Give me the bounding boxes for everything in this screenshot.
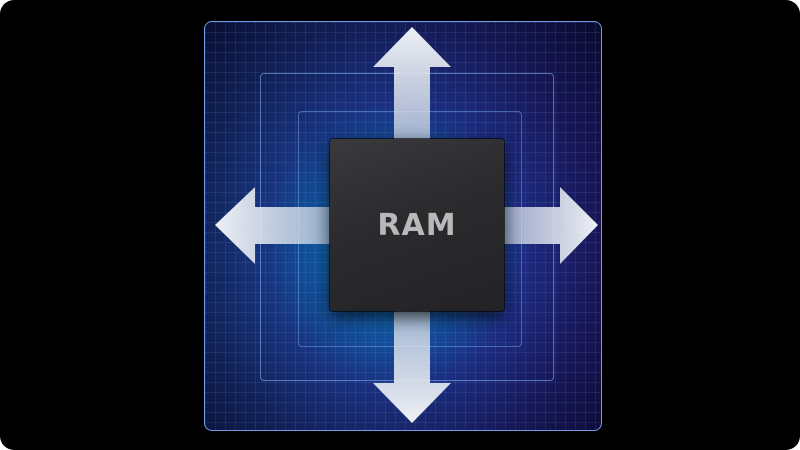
arrow-right-icon (500, 187, 598, 264)
arrow-left-icon (215, 187, 334, 264)
arrow-up-icon (373, 27, 451, 142)
chip-label: RAM (377, 207, 457, 243)
arrow-down-icon (373, 308, 451, 423)
ram-chip: RAM (330, 139, 504, 311)
